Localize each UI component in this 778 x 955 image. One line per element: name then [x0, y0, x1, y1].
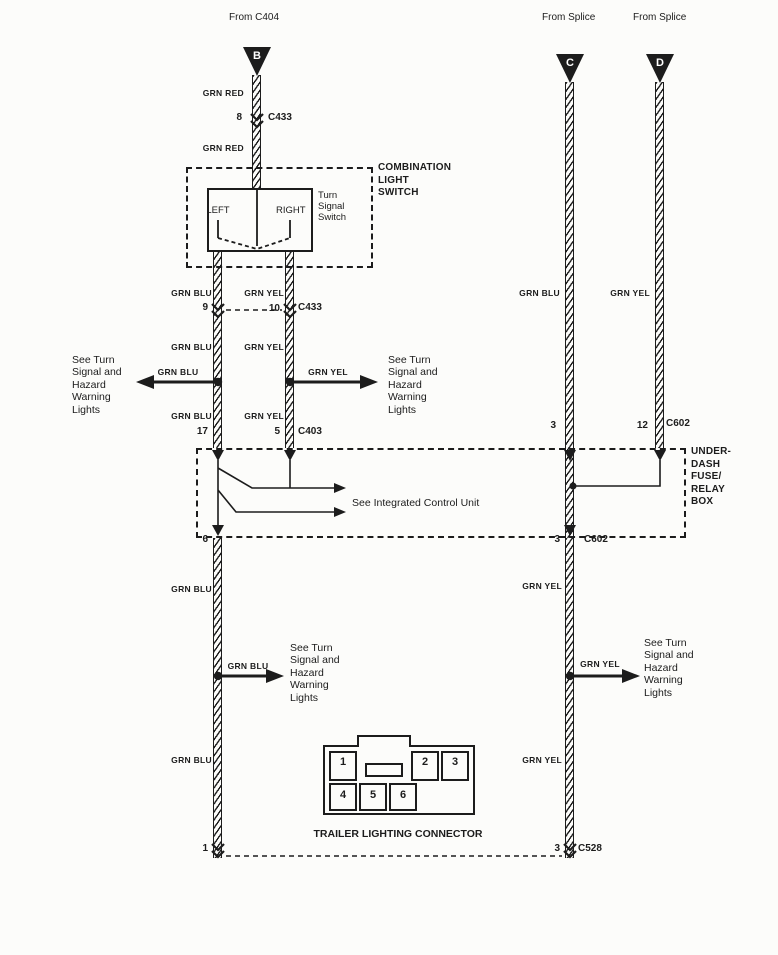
source-label-d: From Splice [633, 12, 687, 23]
pin-number-6: 6 [202, 534, 208, 545]
wire-grn-yel-lower [565, 538, 574, 858]
trailer-cell-3 [441, 751, 469, 781]
pin-number-3c: 3 [554, 843, 560, 854]
see-reference-left: See Turn Signal and Hazard Warning Light… [72, 354, 122, 416]
icu-arrow-lower [334, 507, 346, 517]
trailer-cell-1 [329, 751, 357, 781]
switch-left-contact-label: LEFT [206, 205, 230, 216]
under-dash-fuse-relay-box [196, 448, 686, 538]
turn-signal-switch-title: Turn Signal Switch [318, 190, 346, 223]
icu-arrowheads [334, 483, 346, 517]
pin-number-10: 10 [268, 303, 280, 314]
connector-name-c602-bottom: C602 [584, 534, 608, 545]
trailer-connector-title: TRAILER LIGHTING CONNECTOR [313, 828, 483, 840]
wire-grn-yel-d [655, 82, 664, 448]
arrow-wire-color-label: GRN YEL [580, 659, 620, 669]
wire-grn-blu-lower [213, 538, 222, 858]
wire-color-label: GRN BLU [171, 411, 212, 421]
trailer-housing [323, 735, 475, 815]
trailer-cell-5 [359, 783, 387, 811]
connector-name-c433: C433 [268, 112, 292, 123]
pin-number-5: 5 [274, 426, 280, 437]
wire-color-label: GRN YEL [244, 411, 284, 421]
trailer-pin-6: 6 [399, 789, 407, 801]
ref-arrowhead-mid [266, 669, 284, 683]
wire-color-label: GRN RED [202, 143, 244, 153]
pin-number-9: 9 [202, 302, 208, 313]
connector-name-c433-mid: C433 [298, 302, 322, 313]
wire-color-label: GRN YEL [522, 755, 562, 765]
wire-color-label: GRN YEL [610, 288, 650, 298]
combination-light-switch-box [186, 167, 373, 268]
trailer-cell-4 [329, 783, 357, 811]
see-reference-mid: See Turn Signal and Hazard Warning Light… [290, 642, 340, 704]
arrow-wire-color-label: GRN BLU [227, 661, 269, 671]
entry-arrow-pin5 [284, 450, 296, 461]
trailer-latch [365, 763, 403, 777]
pin-number-1: 1 [202, 843, 208, 854]
exit-arrow-pin6 [212, 525, 224, 536]
terminal-letter-d: D [656, 57, 664, 69]
terminal-triangle-icons [243, 47, 674, 83]
see-ref-arrowheads [136, 375, 640, 683]
ref-arrowhead-left [136, 375, 154, 389]
connector-dashed-links [226, 309, 562, 857]
wire-color-label: GRN YEL [522, 581, 562, 591]
source-label-b: From C404 [229, 12, 280, 23]
fuse-box-title: UNDER- DASH FUSE/ RELAY BOX [691, 446, 732, 507]
trailer-pin-2: 2 [421, 756, 429, 768]
trailer-pin-5: 5 [369, 789, 377, 801]
wire-color-label: GRN YEL [244, 288, 284, 298]
wire-grn-red-b [252, 75, 261, 188]
wire-grn-blu-upper [213, 250, 222, 448]
combination-switch-title: COMBINATION LIGHT SWITCH [378, 162, 452, 198]
internal-wire-right [576, 460, 661, 487]
trailer-pin-4: 4 [339, 789, 347, 801]
turn-signal-switch-box [207, 188, 313, 252]
see-reference-right: See Turn Signal and Hazard Warning Light… [388, 354, 438, 416]
see-reference-icu: See Integrated Control Unit [352, 497, 480, 509]
trailer-cell-6 [389, 783, 417, 811]
connector-name-c602-top: C602 [666, 418, 690, 429]
ref-arrowhead-right [360, 375, 378, 389]
terminal-letter-b: B [253, 50, 261, 62]
ref-arrowhead-lower-right [622, 669, 640, 683]
pin-number-3b: 3 [554, 534, 560, 545]
trailer-pin-3: 3 [451, 756, 459, 768]
connector-name-c403: C403 [298, 426, 322, 437]
wire-color-label: GRN BLU [171, 342, 212, 352]
turn-signal-switch-contacts [217, 190, 291, 250]
switch-wiper-dashed [217, 237, 291, 250]
wire-grn-yel-upper [285, 250, 294, 448]
arrow-wire-color-label: GRN YEL [308, 367, 348, 377]
terminal-b-icon [243, 47, 271, 76]
see-reference-lower-right: See Turn Signal and Hazard Warning Light… [644, 637, 694, 699]
terminal-d-icon [646, 54, 674, 83]
see-ref-arrows [152, 380, 624, 678]
trailer-pin-1: 1 [339, 756, 347, 768]
wire-color-label: GRN BLU [519, 288, 560, 298]
switch-right-contact-label: RIGHT [276, 205, 306, 216]
wire-color-label: GRN BLU [171, 288, 212, 298]
pin-number-8: 8 [236, 112, 242, 123]
trailer-connector-outline [323, 735, 475, 815]
source-label-c: From Splice [542, 12, 596, 23]
internal-wire-left [217, 460, 334, 526]
pin-number-3: 3 [550, 420, 556, 431]
pin-number-12: 12 [636, 420, 648, 431]
icu-arrow-upper [334, 483, 346, 493]
arrow-wire-color-label: GRN BLU [157, 367, 199, 377]
pin-number-17: 17 [196, 426, 208, 437]
wire-color-label: GRN RED [202, 88, 244, 98]
wire-color-label: GRN BLU [171, 755, 212, 765]
terminal-letter-c: C [566, 57, 574, 69]
wire-color-label: GRN YEL [244, 342, 284, 352]
wire-color-label: GRN BLU [171, 584, 212, 594]
connector-name-c528: C528 [578, 843, 602, 854]
trailer-cell-2 [411, 751, 439, 781]
entry-arrow-pin12 [654, 450, 666, 461]
wire-grn-blu-c [565, 82, 574, 538]
entry-arrow-pin17 [212, 450, 224, 461]
terminal-c-icon [556, 54, 584, 83]
